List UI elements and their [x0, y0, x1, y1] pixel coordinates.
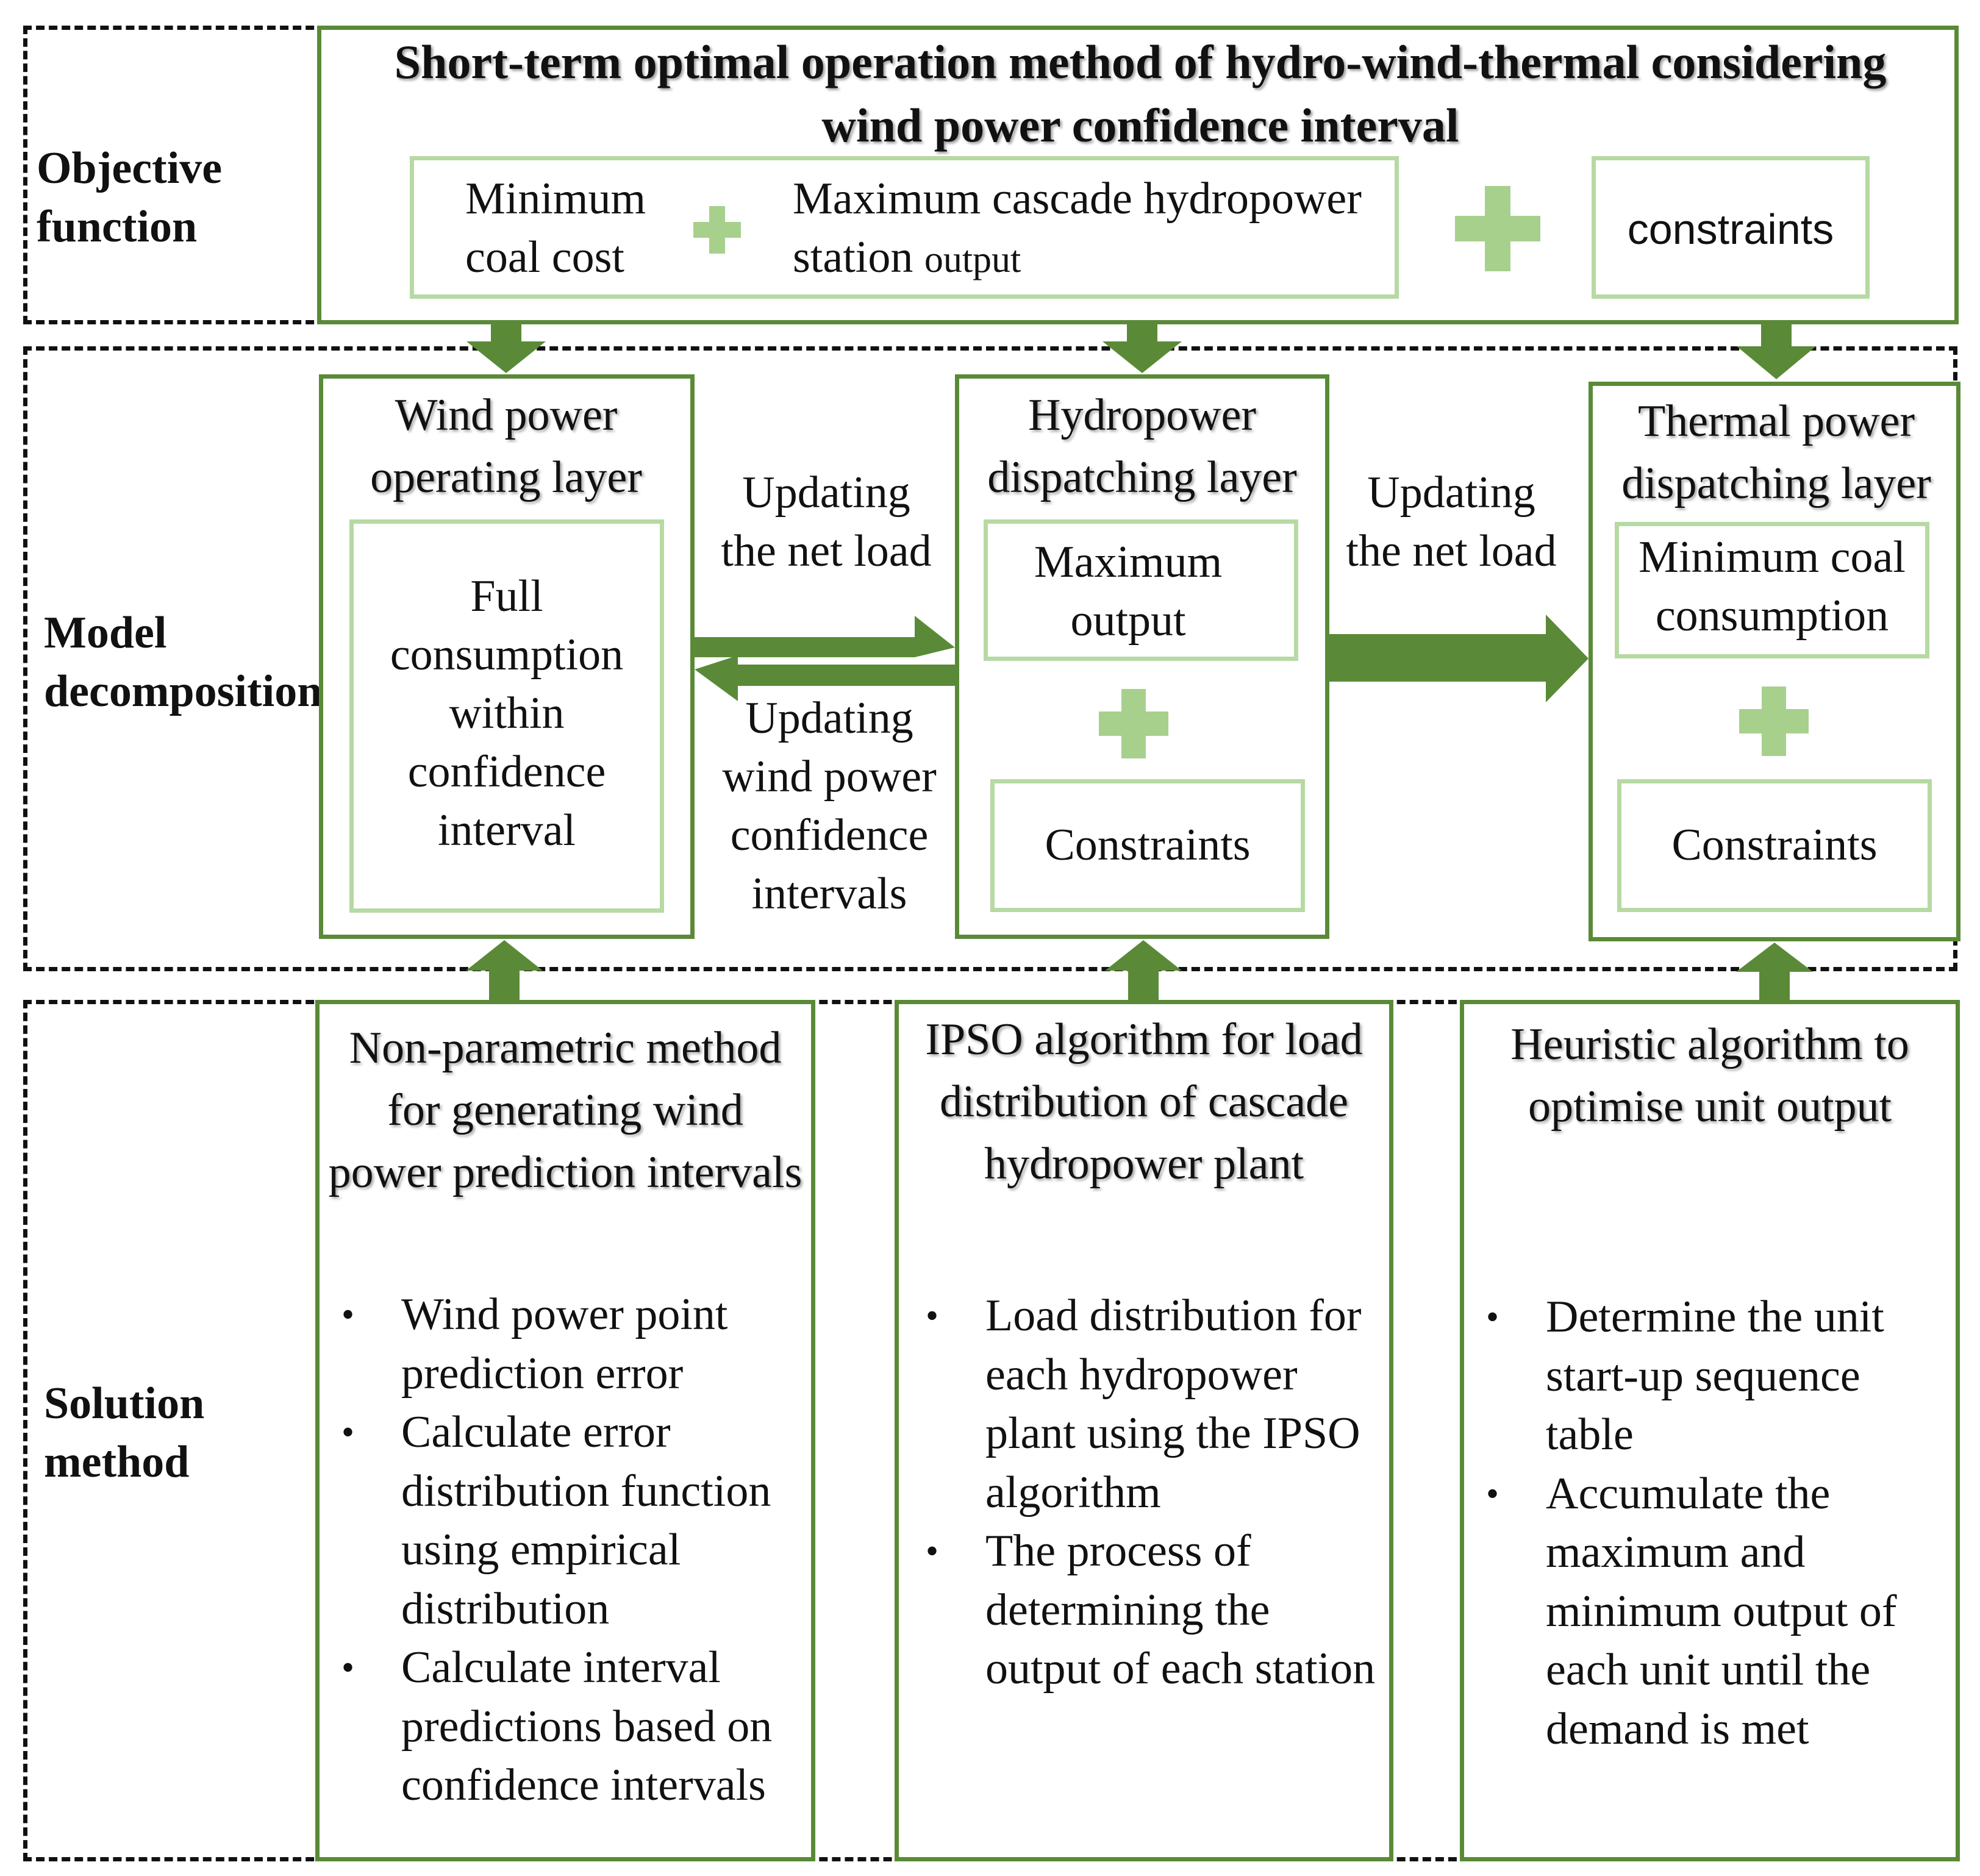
up-arrow-thermal: [1736, 943, 1813, 1000]
thermal-solution-bullet: Determine the unit start-up sequence tab…: [1468, 1288, 1950, 1464]
thermal-objective-box: [1615, 522, 1929, 658]
wind-solution-bullets: Wind power point prediction error Calcul…: [323, 1285, 805, 1815]
objective-terms-box: [410, 156, 1399, 299]
hydro-layer-title: Hydropower dispatching layer: [987, 390, 1297, 502]
arrow-wind-to-hydro: [695, 616, 955, 657]
objective-title: Short-term optimal operation method of h…: [394, 35, 1887, 152]
section-label-objective: Objective function: [37, 143, 223, 252]
hydro-objective-box: [984, 519, 1298, 661]
max-cascade-output: output: [924, 239, 1021, 280]
hydro-objective-label: Maximum output: [1034, 537, 1223, 646]
down-arrow-thermal: [1737, 322, 1816, 379]
down-arrow-hydro: [1103, 322, 1182, 373]
wind-solution-title: Non-parametric method for generating win…: [328, 1023, 802, 1197]
thermal-solution-bullet: Accumulate the maximum and minimum outpu…: [1468, 1464, 1950, 1759]
section-label-solution: Solution method: [44, 1378, 205, 1487]
down-arrow-wind: [466, 322, 546, 373]
arrow-label-wind-to-hydro: Updating the net load: [721, 468, 932, 576]
thermal-solution-bullets: Determine the unit start-up sequence tab…: [1468, 1288, 1950, 1758]
wind-layer-content: Full consumption within confidence inter…: [390, 571, 624, 855]
plus-icon: [1455, 186, 1540, 271]
wind-solution-bullet: Calculate interval predictions based on …: [323, 1638, 805, 1815]
up-arrow-wind: [466, 940, 543, 1000]
hydro-solution-bullet: The process of determining the output of…: [907, 1522, 1389, 1699]
section-label-model: Model decomposition: [44, 608, 323, 716]
objective-constraints-box: [1592, 156, 1870, 299]
arrow-hydro-to-wind: [695, 655, 955, 701]
thermal-solution-title: Heuristic algorithm to optimise unit out…: [1510, 1019, 1909, 1132]
wind-solution-bullet: Calculate error distribution function us…: [323, 1403, 805, 1638]
max-cascade-label: Maximum cascade hydropower station outpu…: [793, 169, 1378, 289]
min-coal-cost-label: Minimum coal cost: [465, 174, 646, 282]
thermal-objective-label: Minimum coal consumption: [1639, 532, 1906, 641]
hydro-constraints-box: [990, 779, 1305, 912]
hydro-constraints-label: Constraints: [1045, 820, 1251, 870]
thermal-constraints-label: Constraints: [1671, 820, 1878, 870]
max-cascade-line2: station output: [793, 228, 1378, 289]
up-arrow-hydro: [1105, 940, 1182, 1000]
wind-layer-title: Wind power operating layer: [370, 390, 642, 502]
thermal-layer-title: Thermal power dispatching layer: [1621, 396, 1931, 508]
arrow-label-hydro-to-thermal: Updating the net load: [1346, 468, 1557, 576]
arrow-label-hydro-to-wind: Updating wind power confidence intervals: [722, 693, 937, 919]
plus-icon: [693, 206, 741, 254]
hydro-solution-bullets: Load distribution for each hydropower pl…: [907, 1286, 1389, 1699]
plus-icon: [1099, 689, 1168, 758]
thermal-constraints-box: [1617, 779, 1932, 912]
hydro-solution-title: IPSO algorithm for load distribution of …: [925, 1015, 1363, 1189]
max-cascade-line1: Maximum cascade hydropower: [793, 174, 1362, 224]
objective-constraints-label: constraints: [1627, 205, 1834, 253]
wind-layer-content-box: [349, 519, 664, 913]
hydro-solution-bullet: Load distribution for each hydropower pl…: [907, 1286, 1389, 1522]
max-cascade-station: station: [793, 232, 913, 282]
arrow-hydro-to-thermal: [1329, 615, 1589, 702]
wind-solution-bullet: Wind power point prediction error: [323, 1285, 805, 1403]
plus-icon: [1739, 687, 1809, 756]
